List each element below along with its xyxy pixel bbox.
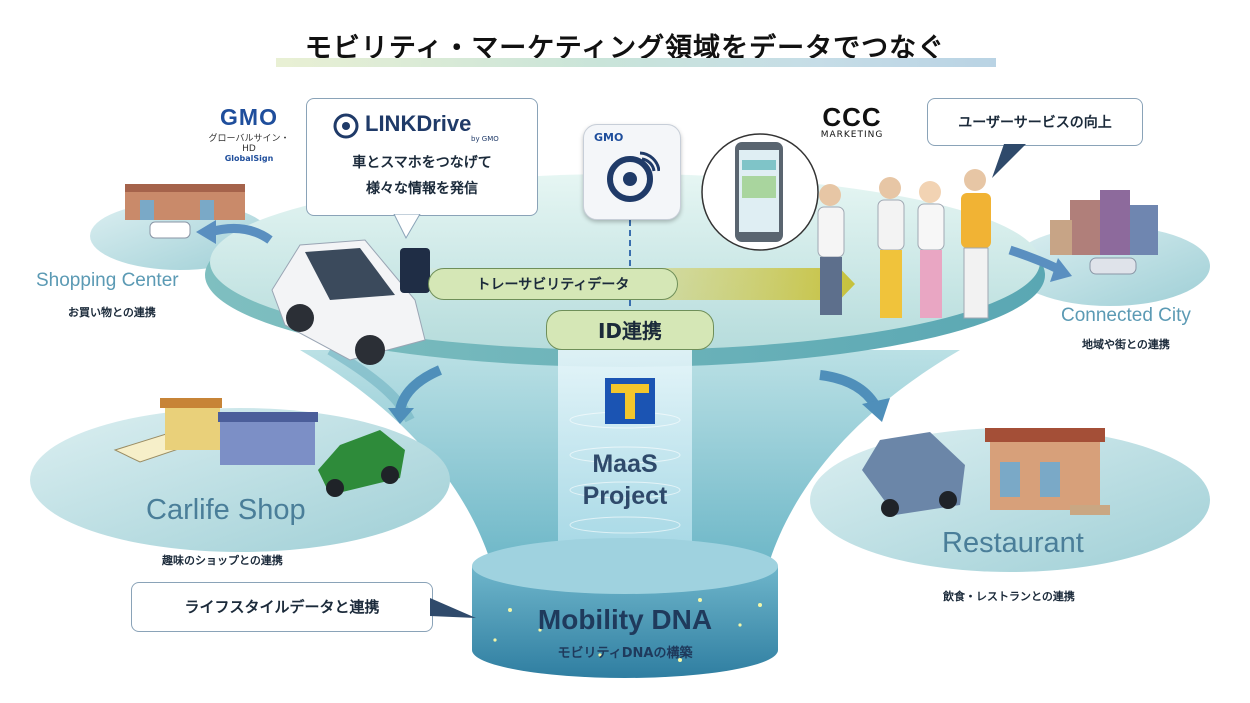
linkdrive-name: LINKDrive: [365, 111, 472, 136]
shopping-center-sub: お買い物との連携: [68, 306, 156, 319]
carlife-shop-illustration: [113, 398, 405, 497]
dna-cylinder-top: [472, 538, 778, 594]
dna-cylinder: [472, 566, 778, 678]
tpoint-stem: [625, 393, 635, 419]
user-service-callout: ユーザーサービスの向上: [927, 98, 1143, 146]
lifestyle-callout: ライフスタイルデータと連携: [131, 582, 433, 632]
wheel-signal-icon: [607, 151, 660, 202]
carlife-shop-sub: 趣味のショップとの連携: [162, 554, 283, 567]
gmo-globalsign-logo: GMO グローバルサイン・HD GlobalSign: [204, 104, 294, 163]
restaurant-illustration: [862, 428, 1110, 517]
linkdrive-callout-line2: 様々な情報を発信: [366, 181, 478, 197]
restaurant-label: Restaurant: [942, 527, 1084, 559]
maas-line1: MaaS: [592, 450, 658, 478]
connected-city-sub: 地域や街との連携: [1082, 338, 1170, 351]
shopping-center-illustration: [125, 184, 245, 239]
gmo-globalsign-line2: GlobalSign: [224, 154, 274, 163]
lifestyle-tail: [430, 598, 476, 618]
linkdrive-callout-line1: 車とスマホをつなげて: [352, 155, 492, 171]
carlife-shop-label: Carlife Shop: [146, 494, 306, 526]
gmo-globalsign-line1: グローバルサイン・HD: [208, 134, 290, 154]
shopping-center-label: Shopping Center: [36, 270, 179, 291]
tpoint-logo: T: [605, 378, 655, 424]
white-car-illustration: [271, 239, 426, 365]
linkdrive-callout-tail: [393, 214, 421, 240]
arrow-to-restaurant: [819, 370, 880, 408]
user-service-text: ユーザーサービスの向上: [958, 115, 1112, 131]
connected-city-illustration: [1050, 190, 1158, 275]
maas-project-label: MaaS Project: [558, 448, 692, 512]
gmo-app-icon: GMO: [583, 124, 681, 220]
linkdrive-by: by GMO: [471, 135, 499, 143]
linkdrive-logo: [333, 113, 359, 143]
restaurant-sub: 飲食・レストランとの連携: [943, 590, 1075, 603]
ccc-marketing-logo: CCC MARKETING: [814, 104, 890, 140]
app-icon-label: GMO: [594, 131, 624, 144]
arrow-to-carlife: [395, 365, 443, 412]
traceability-data-label: トレーサビリティデータ: [428, 268, 678, 300]
gmo-brand: GMO: [220, 104, 278, 130]
linkdrive-callout: LINKDrive by GMO 車とスマホをつなげて 様々な情報を発信: [306, 98, 538, 216]
maas-line2: Project: [582, 482, 668, 510]
title-underline: [276, 58, 996, 67]
connected-city-label: Connected City: [1061, 305, 1191, 326]
mobility-dna-subtitle: モビリティDNAの構築: [557, 646, 693, 661]
linkdrive-wheel-icon: [333, 113, 359, 139]
people-illustration: [817, 169, 991, 319]
arrow-to-shopping: [208, 223, 273, 244]
mobility-dna-title: Mobility DNA: [537, 604, 713, 635]
ccc-sub: MARKETING: [820, 130, 884, 140]
user-service-tail: [992, 144, 1026, 178]
linkdrive-device: [400, 248, 430, 293]
tpoint-bar: [611, 384, 649, 393]
id-link-label: ID連携: [546, 310, 714, 350]
lifestyle-text: ライフスタイルデータと連携: [184, 598, 380, 616]
ccc-brand: CCC: [822, 102, 882, 132]
